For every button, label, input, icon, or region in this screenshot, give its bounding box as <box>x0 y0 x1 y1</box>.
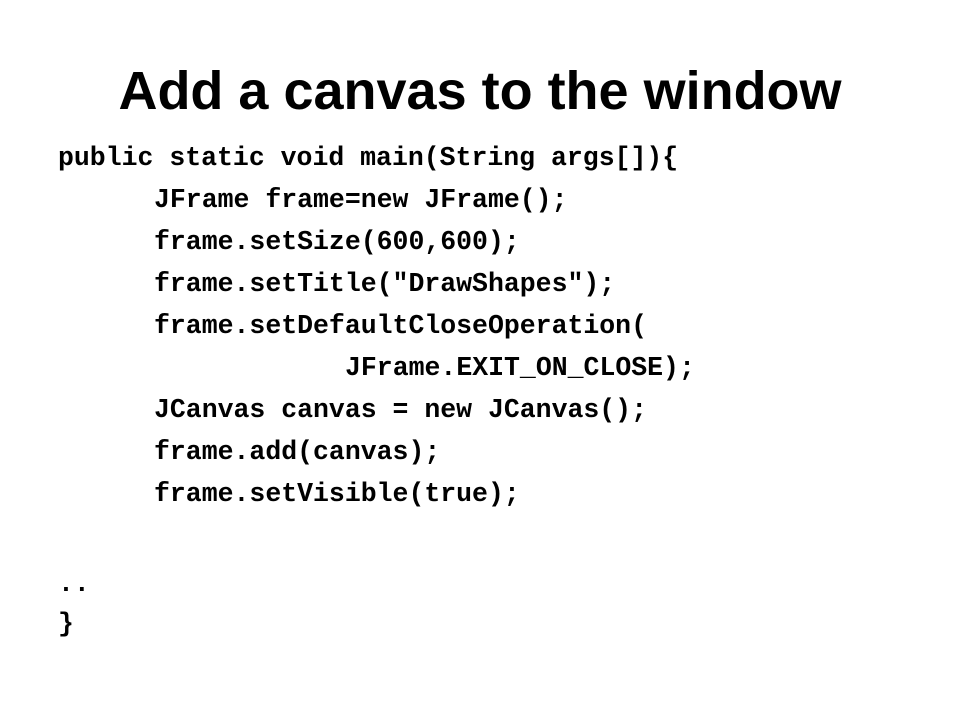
code-line-main-signature: public static void main(String args[]){ <box>58 143 679 173</box>
code-line-closing-brace: } <box>58 609 74 639</box>
code-line-add-canvas: frame.add(canvas); <box>154 437 441 467</box>
code-line-set-close-operation: frame.setDefaultCloseOperation( <box>154 311 647 341</box>
code-line-exit-on-close: JFrame.EXIT_ON_CLOSE); <box>345 353 695 383</box>
code-line-set-size: frame.setSize(600,600); <box>154 227 520 257</box>
slide-title: Add a canvas to the window <box>118 61 842 121</box>
code-line-ellipsis: .. <box>58 569 90 599</box>
code-line-set-title: frame.setTitle("DrawShapes"); <box>154 269 616 299</box>
code-line-new-canvas: JCanvas canvas = new JCanvas(); <box>154 395 647 425</box>
code-line-set-visible: frame.setVisible(true); <box>154 479 520 509</box>
code-line-new-frame: JFrame frame=new JFrame(); <box>154 185 568 215</box>
